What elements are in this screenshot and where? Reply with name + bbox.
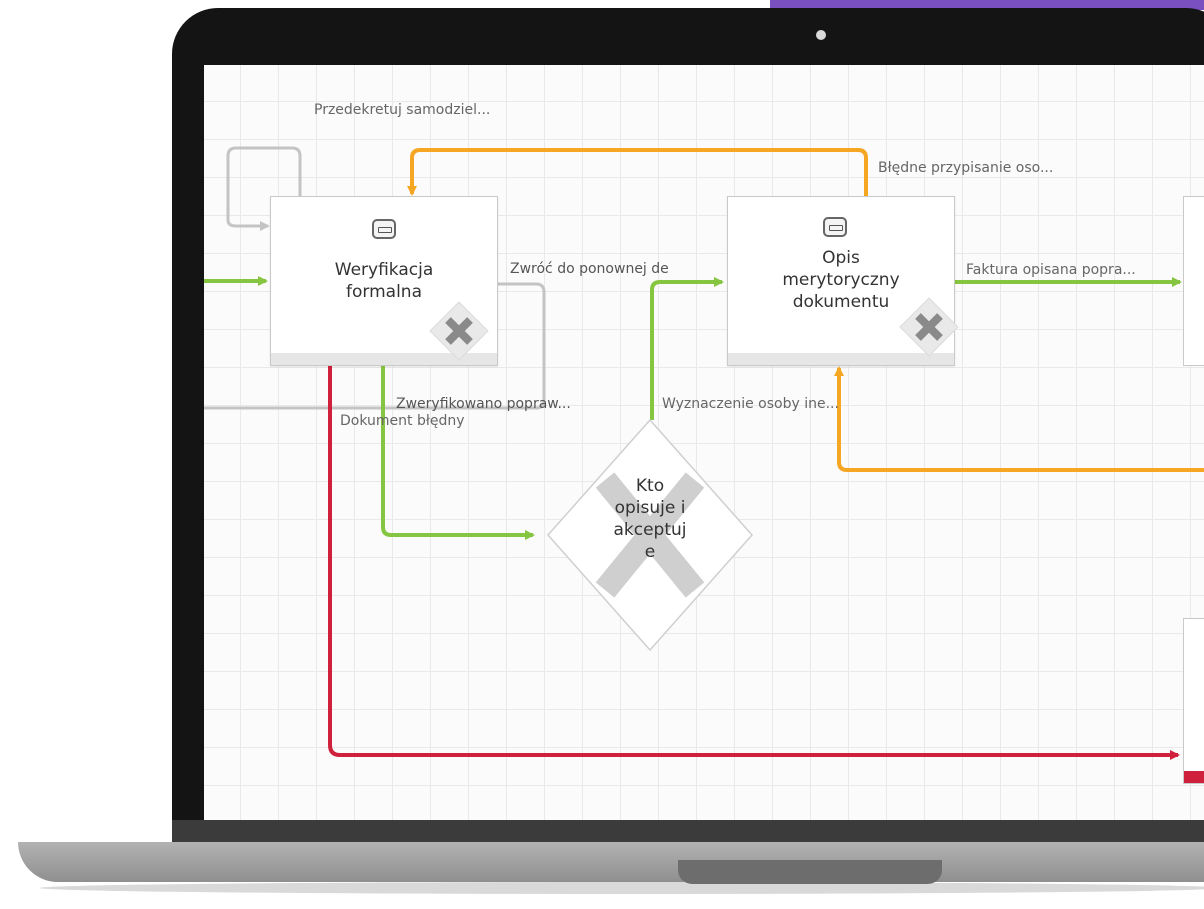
return-orange-connector [834,366,1204,472]
next-task-partial[interactable] [1183,196,1204,366]
designation-connector [650,277,724,420]
end-task-partial[interactable] [1183,618,1204,784]
gateway-title: Kto opisuje i akceptuj e [613,476,687,562]
wrong-assignment-label: Błędne przypisanie oso... [878,160,1053,176]
task-footer-red [1184,771,1204,783]
task-footer [728,353,954,365]
self-loop-label: Przedekretuj samodziel... [314,102,490,118]
doc-error-connector [328,366,1180,760]
gray-return-connector [204,282,546,410]
doc-error-label: Dokument błędny [340,413,464,429]
delete-icon[interactable] [428,300,490,362]
designation-label: Wyznaczenie osoby ine... [662,396,839,412]
laptop-base [18,842,1204,882]
webcam-icon [816,30,826,40]
invoice-described-label: Faktura opisana popra... [966,262,1136,278]
screen-bezel-bottom [172,820,1204,842]
delete-icon[interactable] [898,296,960,358]
wrong-assignment-connector [407,148,868,196]
task-footer [271,353,497,365]
task-title: Weryfikacja formalna [334,260,434,302]
subprocess-icon [823,217,847,237]
verified-label: Zweryfikowano popraw... [396,396,571,412]
task-title: Opis merytoryczny dokumentu [782,248,900,312]
self-loop-connector [226,146,302,231]
gateway-x-icon [595,472,705,598]
laptop-shadow [40,882,1204,894]
workflow-canvas[interactable] [204,65,1204,820]
verified-connector [381,366,535,540]
subprocess-icon [372,219,396,239]
return-label: Zwróć do ponownej de [510,261,669,277]
laptop-base-notch [678,860,942,884]
background-accent-band [770,0,1204,10]
